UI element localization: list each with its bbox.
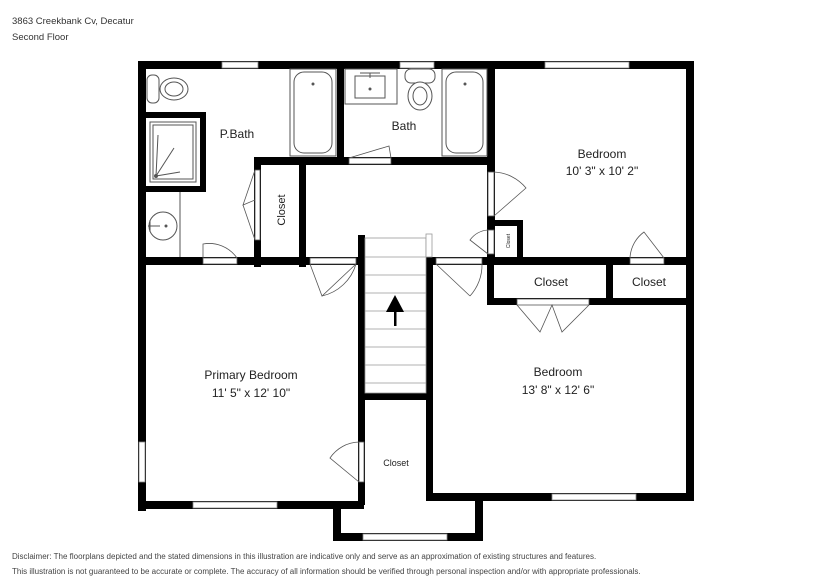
toilet-icon	[146, 74, 189, 104]
windows	[138, 61, 637, 541]
doors	[202, 145, 665, 483]
room-label-closet-pbath: Closet	[276, 194, 288, 225]
room-dims-primary-bedroom: 11' 5" x 12' 10"	[212, 386, 290, 400]
sink-icon	[148, 192, 181, 257]
disclaimer-line-2: This illustration is not guaranteed to b…	[12, 567, 641, 576]
room-label-bedroom-se: Bedroom	[534, 365, 583, 379]
floor-label: Second Floor	[12, 32, 69, 43]
room-dims-bedroom-ne: 10' 3" x 10' 2"	[566, 164, 638, 178]
sink-icon	[344, 68, 398, 105]
room-label-primary-bedroom: Primary Bedroom	[204, 368, 297, 382]
disclaimer-line-1: Disclaimer: The floorplans depicted and …	[12, 552, 597, 561]
arrow-up-icon	[386, 295, 404, 326]
toilet-icon	[404, 68, 436, 111]
room-label-closet-se-left: Closet	[534, 275, 569, 289]
staircase	[364, 233, 433, 394]
room-dims-bedroom-se: 13' 8" x 12' 6"	[522, 383, 594, 397]
property-address: 3863 Creekbank Cv, Decatur	[12, 16, 134, 27]
room-label-closet-se-right: Closet	[632, 275, 667, 289]
fixtures	[146, 68, 488, 257]
room-label-bedroom-ne: Bedroom	[578, 147, 627, 161]
bathtub-icon	[441, 68, 488, 157]
shower-icon	[149, 121, 197, 183]
room-label-bath: Bath	[392, 119, 417, 133]
room-label-p-bath: P.Bath	[220, 127, 254, 141]
room-label-closet-small: Closet	[506, 233, 512, 248]
room-label-closet-south: Closet	[383, 458, 409, 468]
bathtub-icon	[289, 68, 337, 157]
